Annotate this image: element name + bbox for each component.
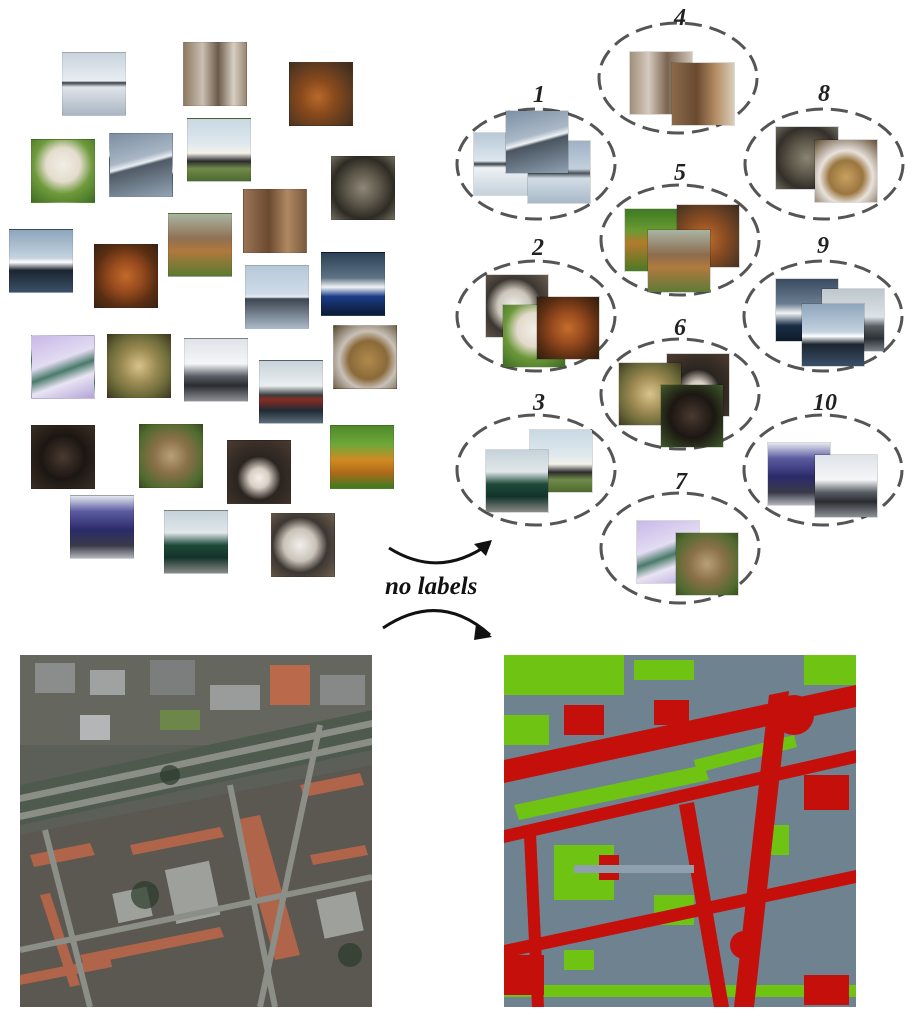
thumb-truck — [70, 495, 134, 559]
thumb-green-car — [486, 450, 548, 512]
cluster-ellipse-4 — [597, 21, 759, 135]
cluster-ellipse-6 — [599, 337, 761, 451]
thumb-white-dog — [31, 139, 95, 203]
thumb-horse-rider — [183, 42, 247, 106]
aerial-image-drawing — [20, 655, 372, 1007]
thumb-white-car — [187, 118, 251, 182]
cluster-ellipse-8 — [743, 107, 905, 221]
cluster-ellipse-5 — [599, 183, 761, 297]
thumb-cat — [331, 156, 395, 220]
thumb-husky — [271, 513, 335, 577]
thumb-deer — [289, 62, 353, 126]
cluster-ellipse-3 — [455, 413, 617, 527]
thumb-ship-white — [802, 304, 864, 366]
cluster-label-1: 1 — [533, 82, 545, 108]
thumb-ship — [321, 252, 385, 316]
thumb-ship-cargo — [259, 360, 323, 424]
thumb-cat-spotted — [815, 140, 877, 202]
thumb-chimp — [661, 385, 723, 447]
thumb-airplane — [245, 265, 309, 329]
cluster-label-10: 10 — [813, 390, 837, 416]
thumb-bird — [31, 335, 95, 399]
cluster-label-3: 3 — [533, 390, 545, 416]
arrow-upper — [388, 541, 491, 565]
segmentation-map — [504, 655, 856, 1007]
thumb-monkey — [107, 334, 171, 398]
thumb-airplane — [62, 52, 126, 116]
thumb-monkey — [139, 424, 203, 488]
thumb-monkey-small — [676, 533, 738, 595]
thumb-deer-brown — [648, 230, 710, 292]
aerial-image — [20, 655, 372, 1007]
cluster-ellipse-9 — [742, 259, 904, 373]
cluster-label-9: 9 — [817, 233, 829, 259]
cluster-label-5: 5 — [674, 160, 686, 186]
thumb-monkey-beard — [227, 440, 291, 504]
thumb-car — [164, 510, 228, 574]
cluster-label-4: 4 — [674, 5, 686, 31]
arrowhead-upper — [474, 540, 492, 556]
thumb-cat — [333, 325, 397, 389]
cluster-label-7: 7 — [675, 469, 687, 495]
thumb-airplane — [109, 133, 173, 197]
thumb-chimp — [31, 425, 95, 489]
thumb-deer — [330, 425, 394, 489]
cluster-ellipse-7 — [599, 491, 761, 605]
thumb-hound — [94, 244, 158, 308]
thumb-airplane-sky — [506, 111, 568, 173]
thumb-horse-brown — [672, 63, 734, 125]
cluster-ellipse-10 — [742, 413, 904, 527]
thumb-ship — [9, 229, 73, 293]
thumb-truck — [184, 338, 248, 402]
cluster-label-8: 8 — [818, 81, 830, 107]
thumb-hound — [537, 297, 599, 359]
segmentation-map-drawing — [504, 655, 856, 1007]
cluster-label-6: 6 — [674, 315, 686, 341]
cluster-label-2: 2 — [532, 235, 544, 261]
thumb-horse — [243, 189, 307, 253]
no-labels-caption: no labels — [385, 573, 478, 600]
cluster-ellipse-2 — [455, 259, 617, 373]
cluster-ellipse-1 — [455, 107, 617, 221]
arrow-lower — [382, 609, 492, 637]
thumb-deer — [168, 213, 232, 277]
thumb-truck-white — [815, 455, 877, 517]
arrowhead-lower — [474, 624, 492, 640]
